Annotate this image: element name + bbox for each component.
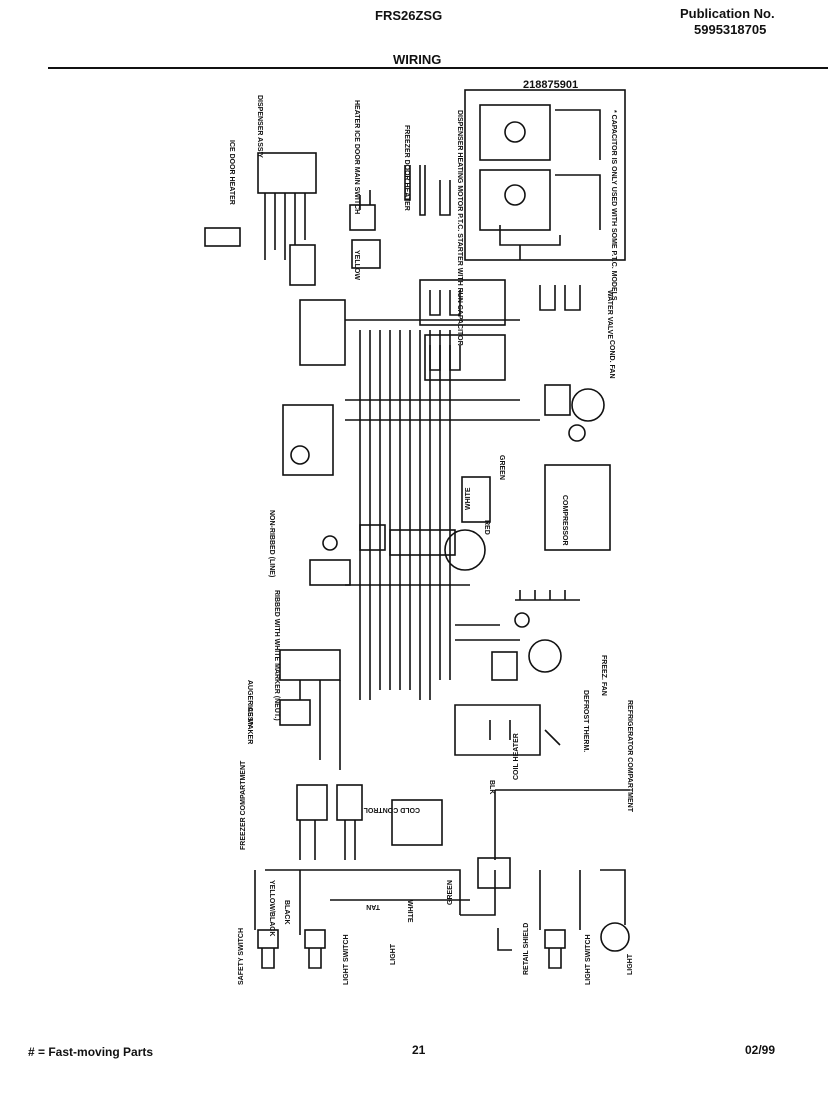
section-title: WIRING	[393, 52, 442, 67]
safety-switch-label: SAFETY SWITCH	[238, 928, 245, 985]
light-switch-label-left: LIGHT SWITCH	[343, 934, 350, 985]
thermostat-box	[282, 404, 334, 476]
compressor-box	[544, 464, 611, 551]
freezer-fan-motor	[528, 639, 562, 673]
white-label-lower: WHITE	[406, 900, 413, 923]
water-valve-label: WATER VALVE	[606, 290, 613, 339]
defrost-therm-label: DEFROST THERM.	[582, 690, 589, 752]
red-label-center: RED	[483, 520, 490, 535]
cold-control-box	[391, 799, 443, 846]
publication-label: Publication No.	[680, 6, 775, 21]
compressor-label: COMPRESSOR	[561, 495, 568, 546]
yellow-black-label: YELLOW/BLACK	[268, 880, 275, 936]
coil-heater-label: COIL HEATER	[513, 733, 520, 780]
green-label-lower: GREEN	[447, 880, 454, 905]
publication-date: 02/99	[745, 1043, 776, 1057]
light-switch-label-right: LIGHT SWITCH	[585, 934, 592, 985]
non-ribbed-label: NON-RIBBED (LINE)	[268, 510, 275, 577]
dispenser-motor-label: DISPENSER HEATING MOTOR P.T.C. STARTER W…	[456, 110, 463, 346]
publication-number: 5995318705	[694, 22, 767, 37]
light-bulb	[600, 922, 630, 952]
model-number: FRS26ZSG	[375, 8, 443, 23]
dispenser-assy-label: DISPENSER ASS'Y	[256, 95, 263, 158]
header-rule	[48, 67, 828, 69]
freezer-door-heater-label: FREEZER DOOR HEATER	[403, 125, 410, 211]
legend-fast-moving: # = Fast-moving Parts	[28, 1045, 154, 1059]
ice-door-heater-box	[257, 152, 317, 194]
light-label-left: LIGHT	[390, 943, 397, 965]
black-label-lower: BLACK	[283, 900, 290, 925]
page-number: 21	[412, 1043, 426, 1057]
refrigerator-compartment-label: REFRIGERATOR COMPARTMENT	[626, 700, 633, 813]
green-label-center: GREEN	[498, 455, 505, 480]
ice-maker-label: ICE MAKER	[246, 705, 253, 744]
ribbed-label: RIBBED WITH WHITE MARKER (NEUT.)	[273, 590, 280, 721]
light-label-right: LIGHT	[627, 953, 634, 975]
yellow-label: YELLOW	[353, 250, 360, 280]
cond-fan-label: COND. FAN	[608, 340, 615, 379]
starter-box	[464, 89, 626, 261]
blk-label: BLK	[488, 780, 495, 794]
freezer-fan-label: FREEZ. FAN	[600, 655, 607, 696]
tan-label: TAN	[366, 903, 380, 910]
white-label-center: WHITE	[465, 487, 472, 510]
heater-ice-door-label: HEATER ICE DOOR MAIN SWITCH	[353, 100, 360, 214]
part-number: 218875901	[523, 79, 578, 91]
upper-junction	[299, 299, 346, 366]
ice-door-heater-label: ICE DOOR HEATER	[228, 140, 235, 205]
cond-fan-motor	[571, 388, 605, 422]
capacitor-note: * CAPACITOR IS ONLY USED WITH SOME P.T.C…	[610, 110, 617, 301]
retail-shield-label: RETAIL SHIELD	[523, 923, 530, 975]
freezer-compartment-label: FREEZER COMPARTMENT	[240, 760, 247, 850]
cold-control-label: COLD CONTROL	[363, 806, 420, 813]
auger-assy-label: AUGER ASS'Y	[246, 680, 253, 728]
